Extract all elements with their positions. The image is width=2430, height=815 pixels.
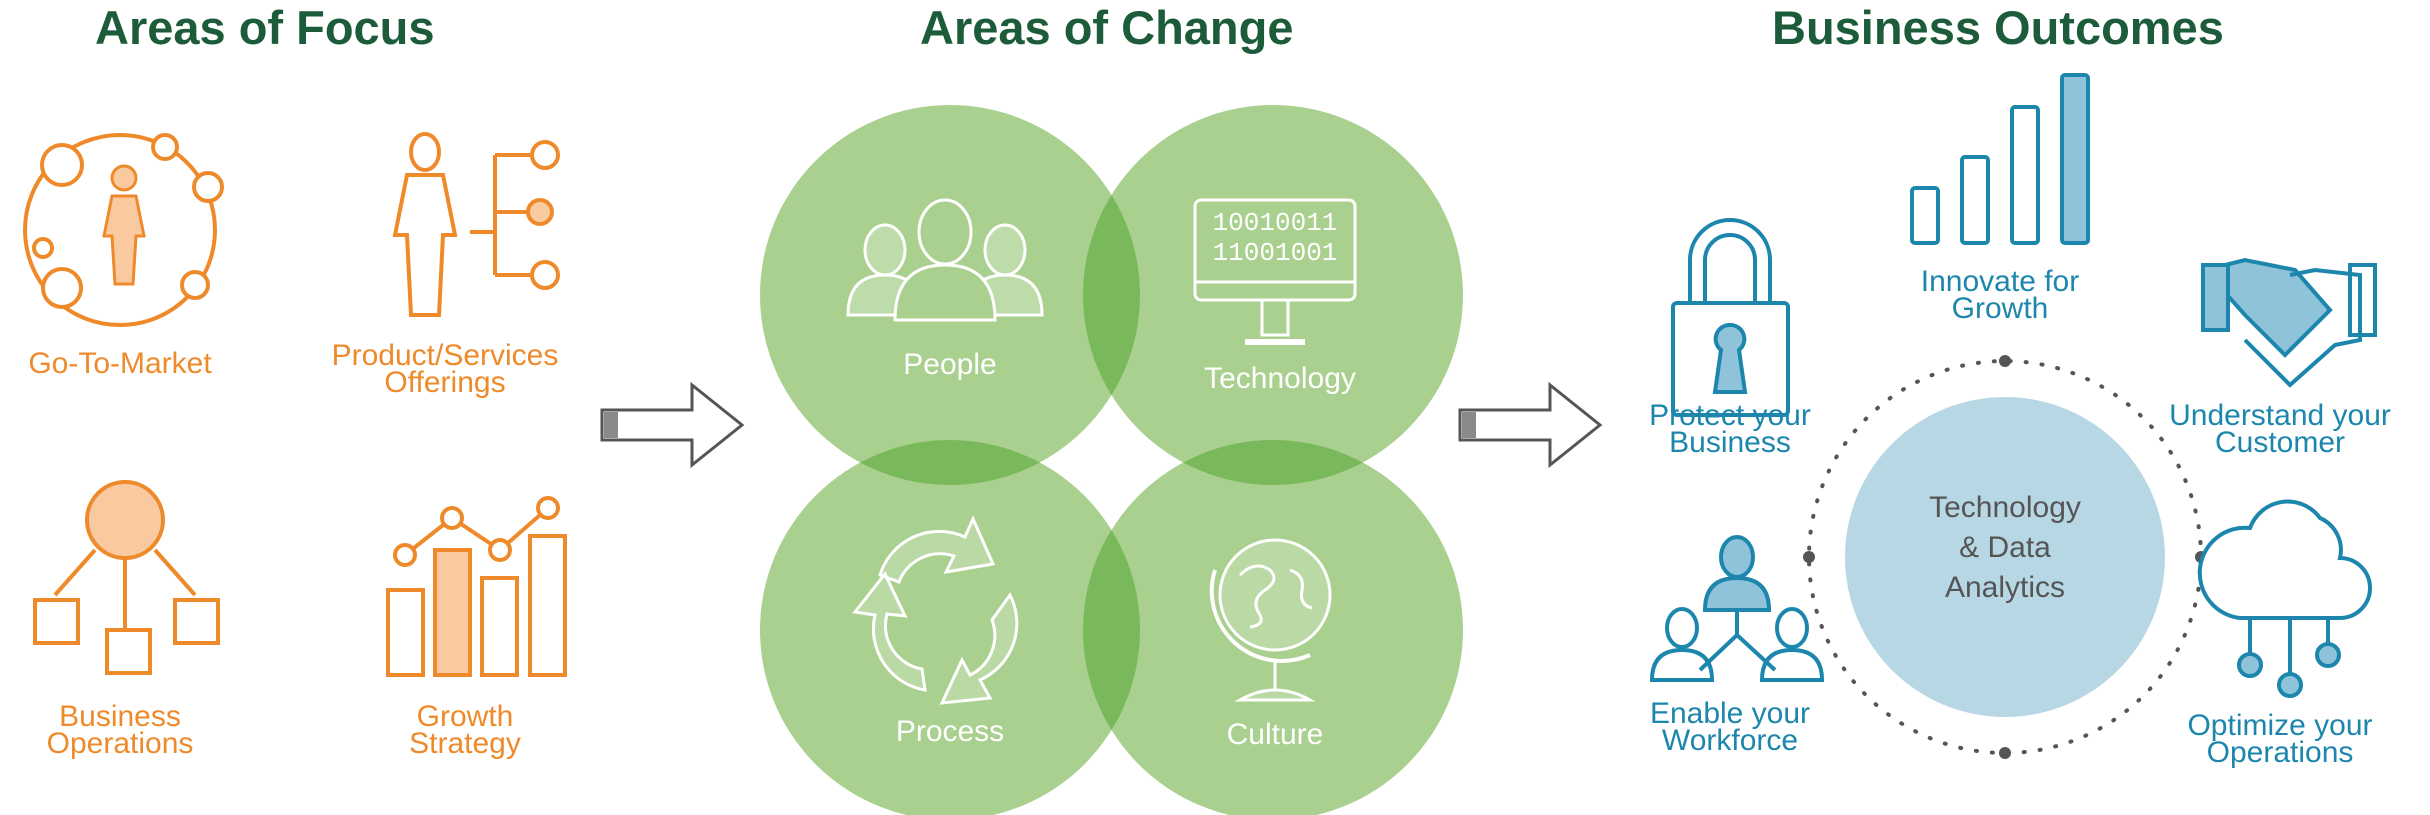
label-protect-your-business: Protect your Business	[1620, 399, 1840, 459]
label-line: Enable your	[1649, 697, 1811, 730]
go-to-market-icon	[23, 133, 224, 327]
label-line: Growth	[1951, 292, 2049, 325]
label-business-operations: Business Operations	[20, 700, 220, 760]
title-areas-of-focus: Areas of Focus	[95, 1, 435, 54]
label-line: Product/Services	[331, 339, 559, 372]
label-enable-your-workforce: Enable your Workforce	[1620, 697, 1840, 757]
label-technology: Technology	[1204, 362, 1356, 395]
label-line: Operations	[46, 727, 194, 760]
label-understand-your-customer: Understand your Customer	[2150, 399, 2410, 459]
title-areas-of-change: Areas of Change	[920, 1, 1294, 54]
label-product-services: Product/Services Offerings	[320, 339, 570, 399]
label-line: Customer	[2214, 426, 2346, 459]
arrow-right-icon	[600, 381, 745, 469]
center-label: Technology & Data Analytics	[1880, 488, 2130, 608]
refresh-cycle-icon	[852, 515, 1019, 705]
cloud-network-icon	[2197, 499, 2372, 698]
label-go-to-market: Go-To-Market	[28, 347, 212, 380]
binary-line-1: 10010011	[1213, 208, 1338, 238]
title-business-outcomes: Business Outcomes	[1772, 1, 2224, 54]
label-line: Strategy	[409, 727, 521, 760]
label-culture: Culture	[1226, 718, 1324, 751]
lock-icon	[1671, 218, 1790, 417]
label-line: Offerings	[384, 366, 506, 399]
label-line: Protect your	[1649, 399, 1811, 432]
bar-chart-icon	[1910, 73, 2090, 245]
people-icon	[846, 198, 1044, 322]
label-innovate-for-growth: Innovate for Growth	[1890, 265, 2110, 325]
growth-strategy-icon	[386, 496, 567, 677]
arrow-right-icon	[1458, 381, 1603, 469]
globe-icon	[1209, 538, 1332, 702]
center-circle	[1845, 397, 2165, 717]
label-growth-strategy: Growth Strategy	[365, 700, 565, 760]
label-line: Innovate for	[1920, 265, 2080, 298]
product-offerings-icon	[392, 132, 560, 317]
label-people: People	[903, 348, 997, 381]
label-optimize-your-operations: Optimize your Operations	[2160, 709, 2400, 769]
label-line: Growth	[416, 700, 514, 733]
label-line: Optimize your	[2187, 709, 2373, 742]
center-line: Technology	[1929, 491, 2081, 524]
handshake-icon	[2201, 257, 2377, 388]
label-process: Process	[895, 715, 1005, 748]
label-line: Understand your	[2169, 399, 2391, 432]
workforce-icon	[1649, 535, 1825, 682]
center-line: Analytics	[1944, 571, 2066, 604]
monitor-icon	[1193, 198, 1357, 345]
center-line: & Data	[1959, 531, 2051, 564]
label-line: Operations	[2206, 736, 2354, 769]
label-line: Workforce	[1661, 724, 1799, 757]
label-line: Business	[1669, 426, 1791, 459]
binary-line-2: 11001001	[1213, 238, 1338, 268]
label-line: Business	[59, 700, 181, 733]
business-operations-icon	[33, 480, 220, 675]
